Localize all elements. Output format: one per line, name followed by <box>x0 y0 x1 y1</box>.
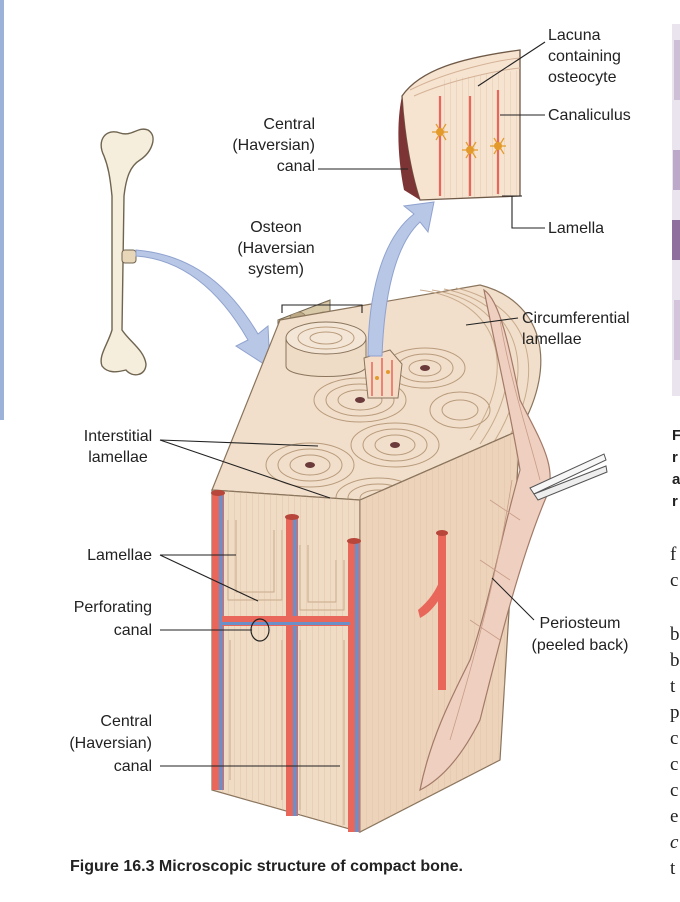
svg-text:Periosteum: Periosteum <box>540 615 621 632</box>
osteon-cylinder <box>285 321 367 377</box>
label-circumferential: Circumferential lamellae <box>522 310 630 348</box>
svg-text:lamellae: lamellae <box>522 331 582 348</box>
svg-text:Central: Central <box>263 116 315 133</box>
leader-lines <box>159 41 546 767</box>
label-lamella: Lamella <box>548 220 604 237</box>
svg-text:c: c <box>670 728 678 749</box>
svg-text:r: r <box>672 449 678 466</box>
label-osteon: Osteon (Haversian system) <box>237 219 314 278</box>
label-perforating: Perforating canal <box>74 599 152 639</box>
svg-text:(Haversian): (Haversian) <box>69 735 152 752</box>
svg-text:Perforating: Perforating <box>74 599 152 616</box>
block-to-inset-arrow <box>367 201 435 357</box>
svg-text:F: F <box>672 427 680 444</box>
label-central-canal-top: Central (Haversian) canal <box>232 116 315 175</box>
label-lacuna: Lacuna containing osteocyte <box>548 27 621 86</box>
svg-text:c: c <box>670 780 678 801</box>
svg-text:Interstitial: Interstitial <box>84 428 152 445</box>
svg-text:b: b <box>670 624 680 645</box>
label-periosteum: Periosteum (peeled back) <box>532 615 629 654</box>
svg-text:canal: canal <box>114 758 152 775</box>
right-column-text-fragment: f c b b t p c c c e c t <box>670 544 680 879</box>
svg-text:e: e <box>670 806 678 827</box>
inset-wedge <box>398 49 521 201</box>
svg-text:f: f <box>670 544 677 565</box>
osteon-rings <box>265 347 491 519</box>
svg-text:r: r <box>672 493 678 510</box>
svg-text:c: c <box>670 754 678 775</box>
svg-text:(peeled back): (peeled back) <box>532 637 629 654</box>
svg-text:c: c <box>670 832 679 853</box>
left-edge-strip <box>0 0 4 420</box>
svg-text:Osteon: Osteon <box>250 219 302 236</box>
svg-text:containing: containing <box>548 48 621 65</box>
svg-text:t: t <box>670 676 676 697</box>
label-lamellae: Lamellae <box>87 547 152 564</box>
blood-vessels <box>211 490 448 832</box>
bone-block <box>211 284 608 833</box>
svg-text:(Haversian): (Haversian) <box>232 137 315 154</box>
svg-text:Circumferential: Circumferential <box>522 310 630 327</box>
forceps <box>529 453 608 501</box>
svg-text:lamellae: lamellae <box>88 449 148 466</box>
svg-text:t: t <box>670 858 676 879</box>
osteon-wedge <box>363 349 403 399</box>
right-column-caption-fragment: F r a r <box>672 427 680 510</box>
svg-text:(Haversian: (Haversian <box>237 240 314 257</box>
svg-text:Lacuna: Lacuna <box>548 27 601 44</box>
svg-text:osteocyte: osteocyte <box>548 69 617 86</box>
femur-illustration <box>100 128 154 376</box>
svg-text:c: c <box>670 570 678 591</box>
svg-text:b: b <box>670 650 680 671</box>
svg-text:canal: canal <box>114 622 152 639</box>
svg-text:a: a <box>672 471 680 488</box>
svg-text:Central: Central <box>100 713 152 730</box>
right-column-image <box>672 24 680 396</box>
svg-text:p: p <box>670 702 680 723</box>
label-canaliculus: Canaliculus <box>548 107 631 124</box>
svg-text:system): system) <box>248 261 304 278</box>
label-interstitial: Interstitial lamellae <box>84 428 152 466</box>
figure-caption: Figure 16.3 Microscopic structure of com… <box>70 858 463 875</box>
label-central-canal-bottom: Central (Haversian) canal <box>69 713 152 775</box>
periosteum-flap <box>419 288 551 792</box>
svg-text:canal: canal <box>277 158 315 175</box>
